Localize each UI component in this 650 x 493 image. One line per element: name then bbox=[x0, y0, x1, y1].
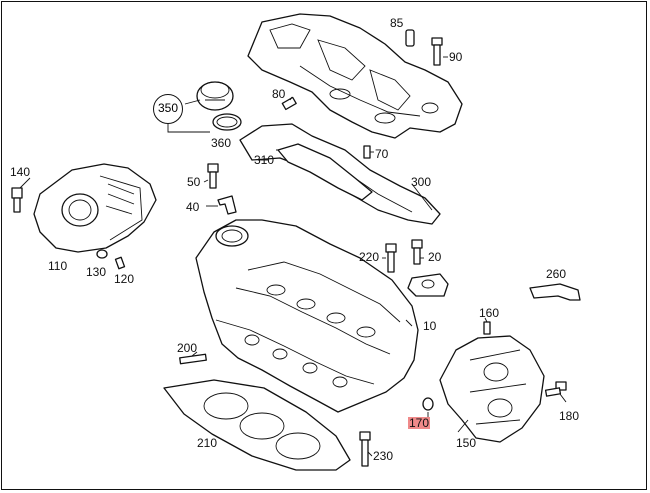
bolt-50 bbox=[207, 163, 219, 189]
label-150: 150 bbox=[456, 436, 477, 450]
rear-cover-150 bbox=[439, 335, 545, 443]
label-170-highlighted: 170 bbox=[408, 416, 431, 430]
cylinder-head bbox=[195, 219, 419, 413]
clip-40 bbox=[217, 195, 237, 215]
label-20: 20 bbox=[428, 250, 442, 264]
label-360: 360 bbox=[211, 136, 232, 150]
hose-260 bbox=[529, 283, 581, 301]
bolt-20 bbox=[411, 239, 423, 265]
label-50: 50 bbox=[187, 175, 201, 189]
label-220: 220 bbox=[359, 250, 380, 264]
pin-120 bbox=[114, 256, 126, 270]
label-200: 200 bbox=[177, 341, 198, 355]
oil-filler-cap bbox=[196, 81, 234, 111]
seal-170 bbox=[422, 397, 434, 411]
bolt-230 bbox=[359, 431, 371, 467]
front-cover-110 bbox=[33, 163, 157, 253]
label-85: 85 bbox=[390, 16, 404, 30]
bolt-140 bbox=[11, 187, 23, 213]
pin-160 bbox=[483, 321, 491, 335]
label-230: 230 bbox=[373, 449, 394, 463]
label-180: 180 bbox=[559, 409, 580, 423]
pin-80 bbox=[281, 96, 297, 111]
head-gasket-210 bbox=[163, 379, 351, 471]
dowel-85 bbox=[405, 29, 415, 47]
bolt-90 bbox=[431, 37, 443, 66]
label-10: 10 bbox=[423, 319, 437, 333]
valve-cover-gasket bbox=[239, 123, 441, 225]
label-70: 70 bbox=[375, 147, 389, 161]
label-300: 300 bbox=[411, 175, 432, 189]
bearing-cap bbox=[407, 273, 449, 297]
pin-70 bbox=[363, 145, 371, 159]
bolt-180 bbox=[544, 381, 567, 397]
label-130: 130 bbox=[86, 265, 107, 279]
label-40: 40 bbox=[186, 200, 200, 214]
label-210: 210 bbox=[197, 436, 218, 450]
camshaft-housing bbox=[247, 13, 463, 139]
leader-lines bbox=[19, 56, 567, 457]
seal-130 bbox=[96, 249, 108, 259]
label-160: 160 bbox=[479, 306, 500, 320]
label-90: 90 bbox=[449, 50, 463, 64]
label-310: 310 bbox=[254, 153, 275, 167]
bolt-220 bbox=[385, 243, 397, 273]
seal-ring-360 bbox=[212, 113, 242, 131]
label-260: 260 bbox=[546, 267, 567, 281]
label-110: 110 bbox=[48, 259, 68, 273]
label-120: 120 bbox=[114, 272, 135, 286]
label-350: 350 bbox=[153, 94, 183, 124]
label-80: 80 bbox=[272, 87, 286, 101]
label-140: 140 bbox=[10, 165, 31, 179]
